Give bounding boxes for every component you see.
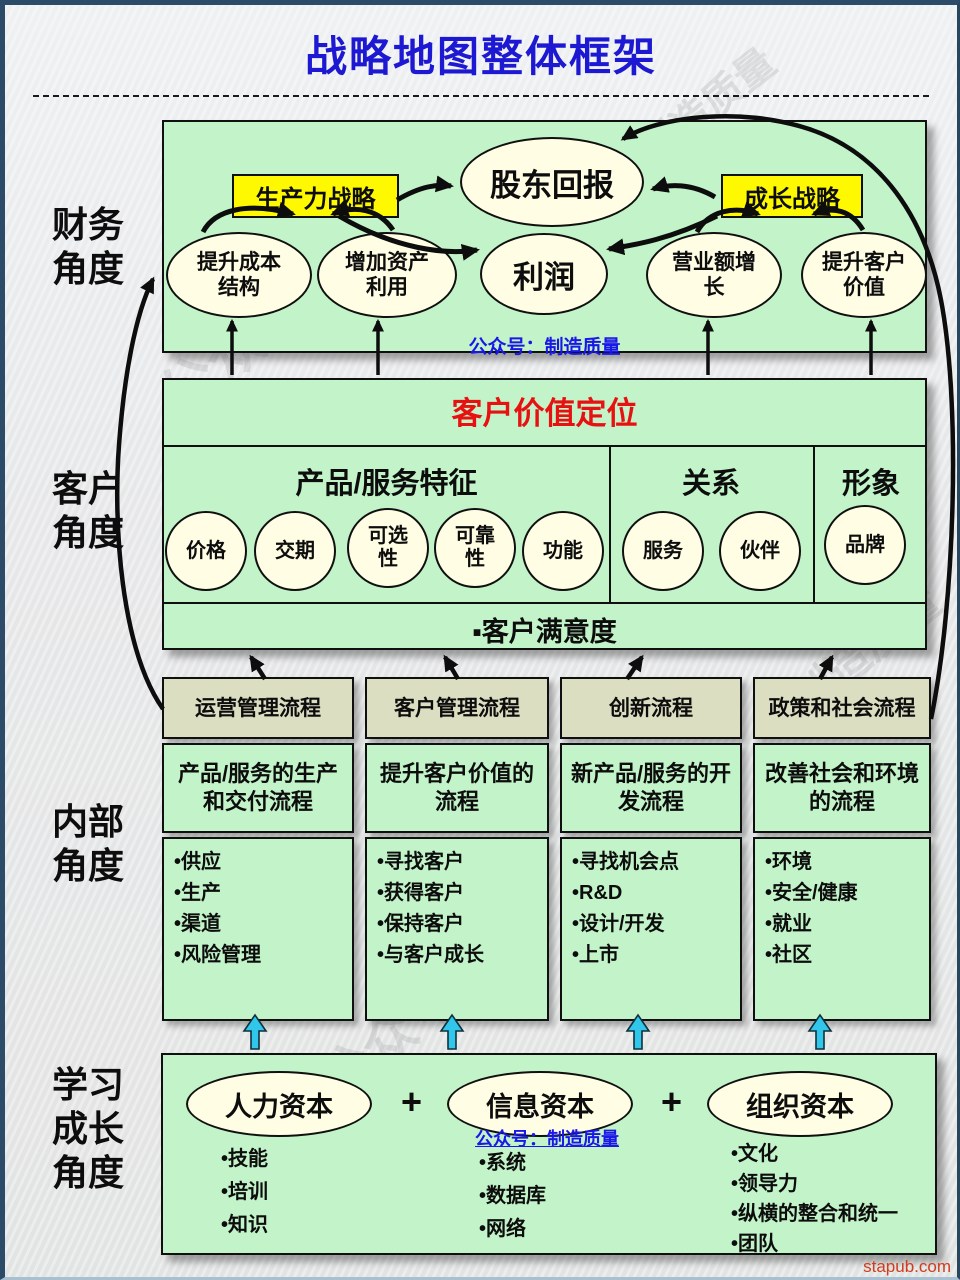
perspective-internal: 内部 角度 bbox=[51, 801, 124, 886]
information-capital-items: •系统 •数据库 •网络 bbox=[479, 1152, 547, 1240]
internal-column-customer-mgmt: 客户管理流程 提升客户价值的流程 •寻找客户 •获得客户 •保持客户 •与客户成… bbox=[365, 677, 549, 1021]
divider bbox=[164, 602, 925, 604]
divider bbox=[164, 445, 925, 447]
internal-column-innovation: 创新流程 新产品/服务的开发流程 •寻找机会点 •R&D •设计/开发 •上市 bbox=[560, 677, 742, 1021]
improve-cost-ellipse: 提升成本结构 bbox=[166, 232, 312, 318]
column-subtitle: 改善社会和环境的流程 bbox=[753, 743, 931, 833]
column-subtitle: 提升客户价值的流程 bbox=[365, 743, 549, 833]
internal-column-operations: 运营管理流程 产品/服务的生产和交付流程 •供应 •生产 •渠道 •风险管理 bbox=[162, 677, 354, 1021]
customer-satisfaction-bar: ▪客户满意度 bbox=[472, 617, 617, 647]
asset-utilization-ellipse: 增加资产利用 bbox=[317, 232, 457, 318]
partner-circle: 伙伴 bbox=[719, 511, 801, 591]
plus-sign: + bbox=[661, 1081, 683, 1122]
productivity-strategy-box: 生产力战略 bbox=[232, 174, 399, 218]
information-capital-ellipse: 信息资本 bbox=[447, 1071, 633, 1137]
wechat-note-financial: 公众号：制造质量 bbox=[468, 337, 621, 358]
column-header: 客户管理流程 bbox=[365, 677, 549, 739]
learning-panel: 人力资本 + 信息资本 + 组织资本 公众号：制造质量 •技能 •培训 •知识 … bbox=[161, 1053, 937, 1255]
internal-column-social: 政策和社会流程 改善社会和环境的流程 •环境 •安全/健康 •就业 •社区 bbox=[753, 677, 931, 1021]
perspective-customer: 客户 角度 bbox=[51, 468, 124, 553]
column-items: •环境 •安全/健康 •就业 •社区 bbox=[753, 837, 931, 1021]
perspective-financial: 财务 角度 bbox=[51, 204, 124, 289]
arrow-innovation-to-satisfaction bbox=[625, 654, 644, 681]
organization-capital-ellipse: 组织资本 bbox=[707, 1071, 893, 1137]
growth-strategy-box: 成长战略 bbox=[721, 174, 863, 218]
selectability-circle: 可选性 bbox=[347, 508, 429, 588]
organization-capital-items: •文化 •领导力 •纵横的整合和统一 •团队 bbox=[731, 1143, 899, 1255]
wechat-note-learning: 公众号：制造质量 bbox=[475, 1129, 619, 1149]
customer-value-ellipse: 提升客户价值 bbox=[801, 232, 927, 318]
price-circle: 价格 bbox=[165, 511, 247, 591]
delivery-circle: 交期 bbox=[254, 511, 336, 591]
column-subtitle: 产品/服务的生产和交付流程 bbox=[162, 743, 354, 833]
divider bbox=[609, 445, 611, 602]
arrow-custmgmt-to-satisfaction bbox=[443, 654, 460, 681]
image-label: 形象 bbox=[841, 468, 900, 500]
column-items: •寻找客户 •获得客户 •保持客户 •与客户成长 bbox=[365, 837, 549, 1021]
shareholder-return-ellipse: 股东回报 bbox=[460, 137, 644, 227]
human-capital-items: •技能 •培训 •知识 bbox=[221, 1148, 269, 1236]
reliability-circle: 可靠性 bbox=[434, 508, 516, 588]
brand-circle: 品牌 bbox=[824, 505, 906, 585]
title-divider bbox=[33, 95, 929, 97]
revenue-growth-ellipse: 营业额增长 bbox=[646, 232, 782, 318]
column-header: 运营管理流程 bbox=[162, 677, 354, 739]
function-circle: 功能 bbox=[522, 511, 604, 591]
column-items: •寻找机会点 •R&D •设计/开发 •上市 bbox=[560, 837, 742, 1021]
page-title: 战略地图整体框架 bbox=[304, 33, 657, 80]
arrow-operations-to-satisfaction bbox=[249, 654, 267, 681]
site-credit: stapub.com bbox=[863, 1257, 951, 1276]
product-service-attributes-label: 产品/服务特征 bbox=[295, 468, 478, 500]
column-header: 政策和社会流程 bbox=[753, 677, 931, 739]
plus-sign: + bbox=[401, 1081, 423, 1122]
financial-panel: 生产力战略 成长战略 股东回报 利润 提升成本结构 增加资产利用 营业额增长 提… bbox=[162, 120, 927, 358]
customer-panel: 客户价值定位 产品/服务特征 关系 形象 价格 交期 可选性 可靠性 功能 服务… bbox=[162, 378, 927, 650]
column-header: 创新流程 bbox=[560, 677, 742, 739]
service-circle: 服务 bbox=[622, 511, 704, 591]
relationship-label: 关系 bbox=[681, 468, 740, 500]
perspective-learning: 学习 成长 角度 bbox=[51, 1064, 124, 1193]
column-items: •供应 •生产 •渠道 •风险管理 bbox=[162, 837, 354, 1021]
profit-ellipse: 利润 bbox=[480, 233, 608, 315]
column-subtitle: 新产品/服务的开发流程 bbox=[560, 743, 742, 833]
customer-value-proposition-title: 客户价值定位 bbox=[451, 396, 638, 431]
human-capital-ellipse: 人力资本 bbox=[186, 1071, 372, 1137]
